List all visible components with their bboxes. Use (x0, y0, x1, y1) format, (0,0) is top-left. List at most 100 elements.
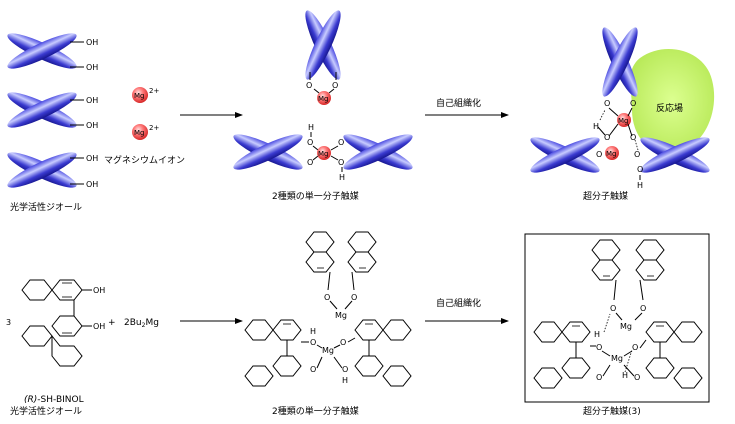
catalyst-mono-a: O O Mg (305, 10, 341, 105)
ring (382, 365, 412, 387)
h-label: H (308, 123, 314, 132)
self-assembly-label-bottom: 自己組織化 (436, 297, 481, 309)
bond (330, 145, 339, 151)
o-label: O (310, 338, 316, 347)
o-label: O (630, 133, 636, 142)
ring (21, 325, 53, 347)
product-label-bottom: 超分子触媒(3) (583, 405, 641, 417)
oh-label: OH (93, 322, 105, 331)
bond (312, 145, 319, 151)
o-label: O (637, 165, 643, 174)
bond (623, 350, 633, 357)
mg-sphere (605, 146, 619, 160)
supramolecular-catalyst-top: 反応場 O O Mg O O H Mg O O O H (530, 27, 715, 190)
o-label: O (634, 150, 640, 159)
ring (561, 357, 591, 379)
sh-binol-structure: 3 OH OH (6, 279, 105, 367)
bond (623, 364, 635, 377)
bond (602, 364, 611, 377)
mg-sphere (617, 113, 631, 127)
ellipse-shape (640, 137, 710, 173)
o-label: O (307, 138, 313, 147)
plus-sign: + (108, 318, 116, 328)
supramolecular-catalyst-bottom: O O Mg H O Mg O O O H (533, 239, 703, 389)
bond (601, 350, 611, 357)
bond (608, 107, 619, 117)
oh-label: OH (86, 154, 98, 163)
bond (333, 344, 341, 349)
reagent-sub: 2 (142, 322, 146, 329)
bond (608, 123, 619, 137)
bond (351, 271, 355, 291)
bond (330, 155, 339, 161)
mg-label: Mg (611, 354, 623, 363)
ring (673, 367, 703, 389)
ring (645, 357, 675, 379)
bond (344, 300, 353, 310)
h-bond (599, 109, 606, 121)
ring (591, 239, 621, 261)
self-assembly-label-top: 自己組織化 (436, 97, 481, 109)
bond (316, 344, 323, 349)
h-label: H (342, 376, 348, 385)
ellipse-shape (305, 10, 341, 80)
o-label: O (632, 343, 638, 352)
intermediate-label-top: 2種類の単一分子触媒 (272, 190, 359, 202)
bond (347, 337, 356, 343)
ellipse-shape (7, 33, 77, 69)
ring (272, 319, 302, 341)
ring (533, 367, 563, 389)
bond (333, 356, 343, 369)
bond (627, 123, 633, 137)
h-bond (624, 349, 633, 373)
bond (639, 279, 644, 301)
bond (634, 312, 643, 321)
mg-charge: 2+ (149, 87, 159, 95)
ring (635, 239, 665, 261)
ring (635, 259, 665, 281)
ring (591, 259, 621, 281)
reaction-field (630, 49, 715, 153)
mg-label: Mg (322, 346, 334, 355)
ring (305, 251, 335, 273)
intermediate-label-bottom: 2種類の単一分子触媒 (272, 405, 359, 417)
ring (244, 365, 274, 387)
catalyst-mono-b: H O O O O H Mg (233, 123, 413, 182)
diol-1: OH OH (7, 33, 98, 72)
ring (645, 321, 675, 343)
product-label-top: 超分子触媒 (583, 190, 628, 202)
o-label: O (604, 99, 610, 108)
o-label: O (596, 343, 602, 352)
intermediate-bottom-structure: O O Mg H O Mg O O O H (244, 231, 412, 387)
ring (347, 231, 377, 253)
o-label: O (332, 81, 338, 90)
o-label: O (610, 304, 616, 313)
o-label: O (307, 158, 313, 167)
h-bond (603, 313, 611, 333)
reaction-field-label: 反応場 (656, 102, 683, 114)
ring (244, 319, 274, 341)
mg-symbol: Mg (618, 117, 628, 125)
h-label: H (310, 327, 316, 336)
o-label: O (310, 365, 316, 374)
o-label: O (596, 150, 602, 159)
bond (316, 356, 323, 369)
o-label: O (338, 158, 344, 167)
mg-charge: 2+ (149, 124, 159, 132)
ring (272, 355, 302, 377)
bond (613, 279, 617, 301)
reagent: 2Bu2Mg (124, 318, 159, 329)
mg-sphere (317, 91, 331, 105)
diol-label: 光学活性ジオール (10, 201, 82, 213)
oh-label: OH (86, 180, 98, 189)
mg-symbol: Mg (134, 129, 144, 137)
o-label: O (596, 373, 602, 382)
reagent-main: 2Bu (124, 318, 142, 328)
ring (354, 355, 384, 377)
ring (347, 251, 377, 273)
mg-label: Mg (335, 311, 347, 320)
mg-ion-2: Mg 2+ (132, 124, 159, 140)
mg-symbol: Mg (134, 92, 144, 100)
ring (673, 321, 703, 343)
